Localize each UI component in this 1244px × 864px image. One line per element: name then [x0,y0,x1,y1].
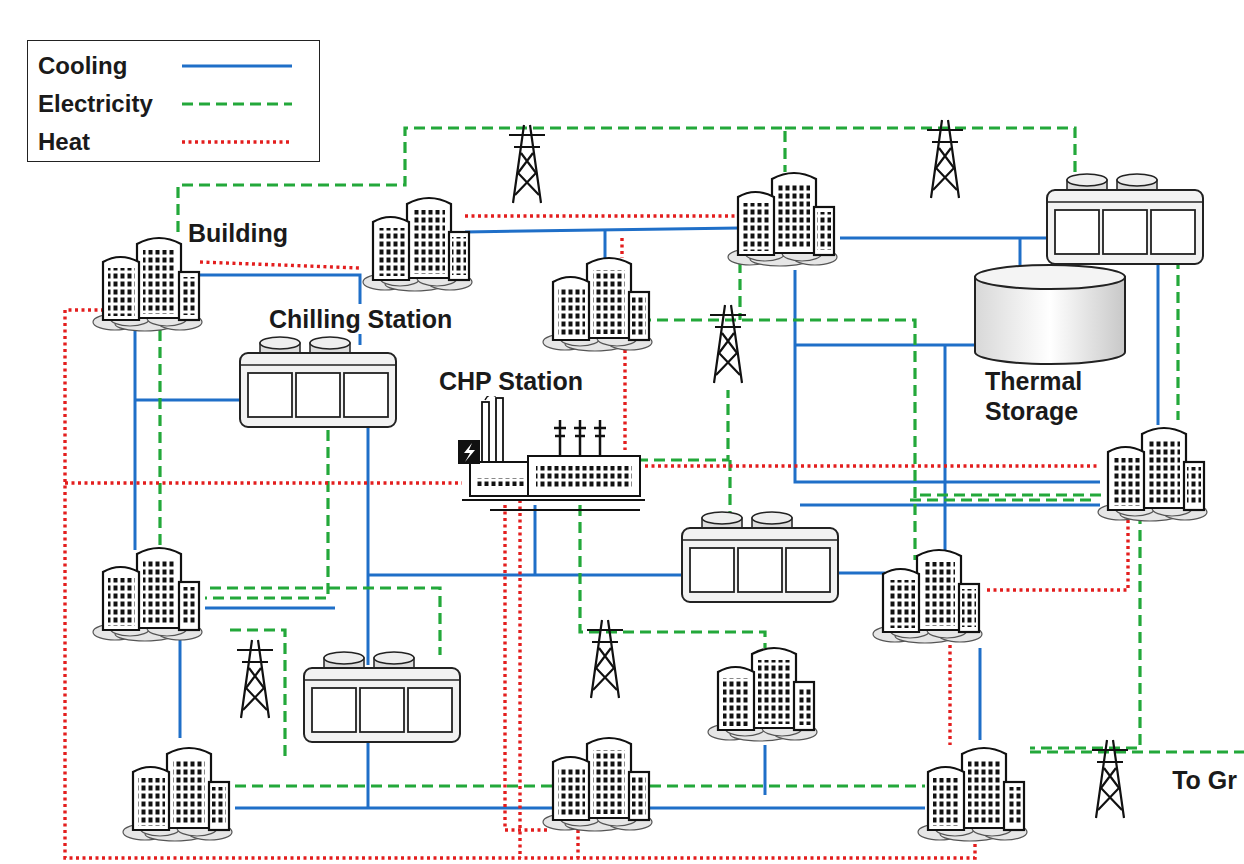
utility-line [65,310,975,858]
part-label: CHP Station [436,366,586,396]
utility-line [210,588,440,655]
utility-line [576,830,579,858]
building-icon [728,173,837,266]
utility-line [230,630,285,760]
utility-line [835,572,885,575]
utility-line [1157,258,1160,425]
legend-row: Heat [28,123,319,161]
utility-line [367,420,370,665]
utility-line [795,344,980,347]
legend-box: CoolingElectricityHeat [27,40,320,162]
power-pylon [927,120,963,198]
legend-text: Electricity [38,90,178,118]
utility-line [465,214,740,217]
utility-line [158,330,161,550]
building-icon [708,648,817,741]
utility-line [179,640,182,738]
utility-line [985,520,1128,590]
utility-line [235,784,555,787]
building-icon [93,548,202,641]
utility-line [65,481,462,484]
legend-row: Electricity [28,85,319,123]
power-pylon [1092,740,1128,818]
legend-text: Cooling [38,52,178,80]
utility-line [640,320,915,560]
utility-line [135,399,245,402]
legend-text: Heat [38,128,178,156]
utility-line [200,262,360,268]
utility-line [920,495,1140,748]
chilling-station-icon [682,512,838,602]
building-icon [543,258,652,351]
utility-line [178,128,785,232]
legend-sample [178,56,296,76]
utility-line [623,350,626,450]
power-pylon [509,125,545,203]
utility-line [518,500,521,858]
utility-line [465,228,740,232]
utility-line [979,648,982,740]
utility-line [134,330,137,550]
thermal-storage-tank [975,265,1125,364]
chp-station-icon [458,391,645,510]
utility-line [1030,750,1244,753]
utility-line [800,504,1100,507]
utility-line [620,238,623,258]
building-icon [363,198,472,291]
building-icon [543,738,652,831]
building-icon [918,748,1027,841]
building-icon [93,238,202,331]
utility-line [764,745,767,795]
part-label: To Gr [1169,765,1240,795]
legend-row: Cooling [28,47,319,85]
part-label: Building [185,218,291,248]
utility-line [948,645,951,745]
utility-line [1176,258,1179,420]
part-label: Chilling Station [266,304,455,334]
utility-line [205,607,335,610]
utility-line [620,390,728,460]
utility-line [910,498,1095,501]
utility-line [840,237,1060,240]
part-label: Thermal Storage [982,366,1118,426]
legend-sample [178,94,296,114]
utility-line [944,345,947,550]
building-icon [123,748,232,841]
utility-line [785,128,1075,190]
chilling-station-icon [304,652,460,742]
utility-line [368,574,690,577]
power-pylon [587,620,623,698]
utility-line [738,262,741,320]
utility-line [205,430,328,598]
chilling-station-icon [1047,174,1203,264]
utility-line [534,505,537,575]
power-pylon [710,305,746,383]
building-icon [1098,428,1207,521]
utility-line [650,784,925,787]
legend-sample [178,132,296,152]
utility-line [505,505,548,830]
utility-line [645,464,1100,467]
building-icon [873,550,982,643]
power-pylon [237,640,273,718]
chilling-station-icon [240,337,396,427]
